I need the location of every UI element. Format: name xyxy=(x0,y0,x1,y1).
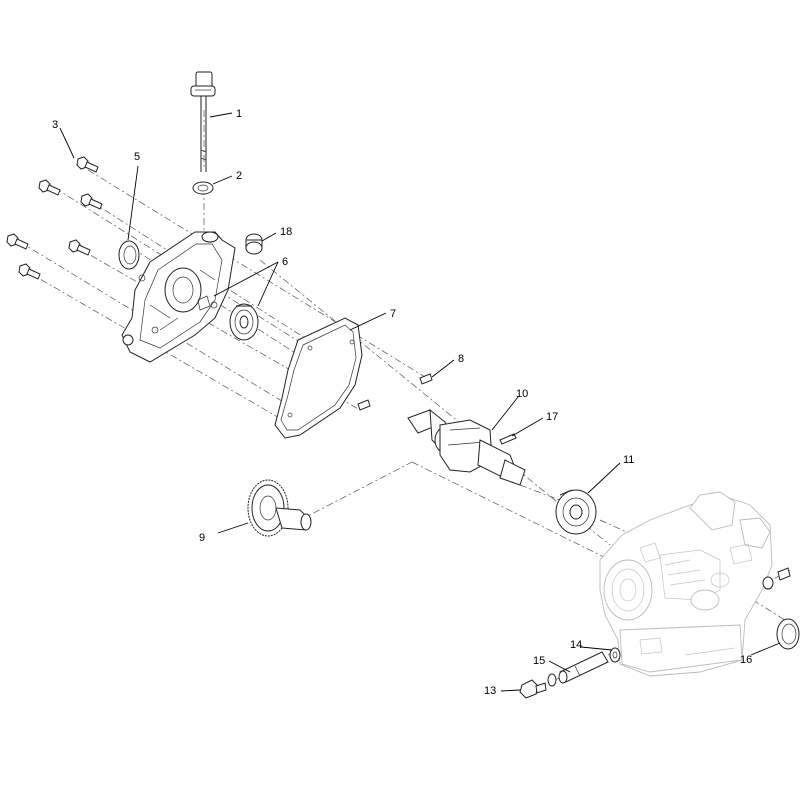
callout-8: 8 xyxy=(458,353,464,365)
bolt-13-part xyxy=(519,679,547,699)
callout-labels: 1 2 3 5 6 7 8 9 10 11 13 14 15 16 17 18 xyxy=(52,108,752,697)
callout-16: 16 xyxy=(740,654,752,666)
dowel-pins-part xyxy=(357,373,433,411)
oil-seal-16-part xyxy=(776,618,800,650)
bolt-6 xyxy=(18,263,41,280)
callout-7: 7 xyxy=(390,308,396,320)
main-bearing-part xyxy=(555,489,597,535)
bolts-part xyxy=(6,156,103,280)
drain-plug-part xyxy=(762,567,791,590)
dipstick-part xyxy=(190,71,216,172)
washer-part xyxy=(192,181,214,195)
callout-17: 17 xyxy=(546,411,558,423)
callout-14: 14 xyxy=(570,639,582,651)
callout-6: 6 xyxy=(282,256,288,268)
shaft-15-part xyxy=(558,651,609,684)
bolt-3 xyxy=(80,193,103,210)
callout-3: 3 xyxy=(52,119,58,131)
callout-13: 13 xyxy=(484,685,496,697)
bolt-5 xyxy=(68,239,91,256)
crankcase-cover-part xyxy=(121,231,236,363)
bolt-2 xyxy=(38,179,61,196)
bolt-4 xyxy=(6,233,29,250)
callout-5: 5 xyxy=(134,151,140,163)
crankshaft-part xyxy=(407,408,526,486)
bearing-part xyxy=(229,303,259,341)
camshaft-part xyxy=(247,479,312,537)
key-part xyxy=(499,433,517,445)
callout-10: 10 xyxy=(516,388,528,400)
callout-2: 2 xyxy=(236,170,242,182)
washer-13-part xyxy=(547,673,557,687)
washer-14-part xyxy=(609,647,621,663)
governor-gear-part xyxy=(245,233,263,255)
oil-seal-part xyxy=(118,240,140,270)
callout-9: 9 xyxy=(199,532,205,544)
bolt-1 xyxy=(76,156,99,173)
callout-18: 18 xyxy=(280,226,292,238)
callout-1: 1 xyxy=(236,108,242,120)
callout-15: 15 xyxy=(533,655,545,667)
engine-block xyxy=(599,491,773,677)
gasket-part xyxy=(274,317,363,439)
callout-11: 11 xyxy=(623,454,634,466)
leader-lines xyxy=(59,112,781,692)
